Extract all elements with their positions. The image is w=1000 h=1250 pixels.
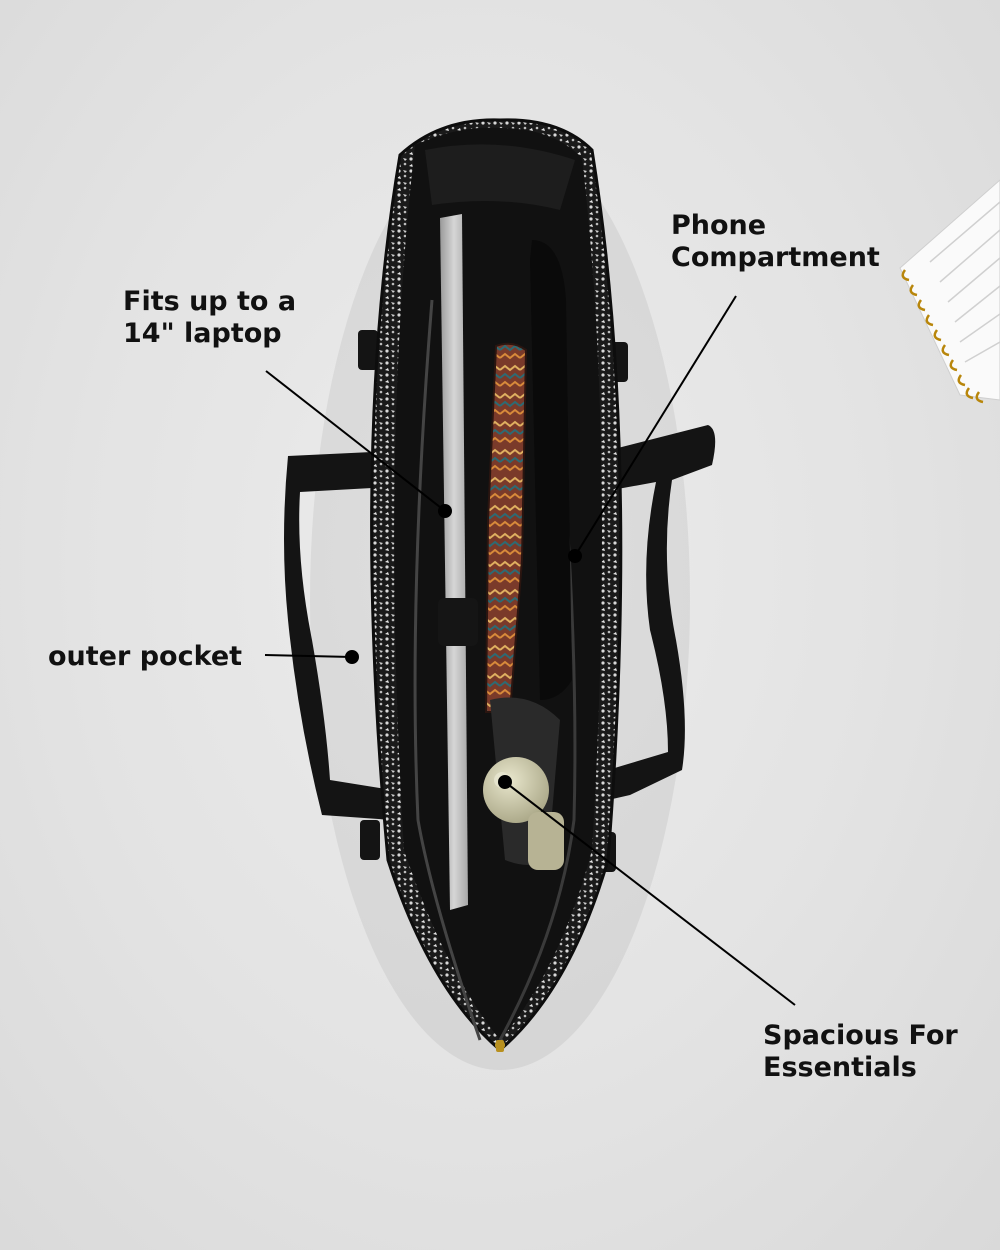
spiral-notepad-icon <box>899 179 1000 404</box>
pocket-label: outer pocket <box>48 641 242 673</box>
laptop-leader-dot <box>438 504 452 518</box>
essentials-label-line2: Essentials <box>763 1052 917 1083</box>
phone-label: Phone Compartment <box>671 210 880 274</box>
pocket-leader-line <box>264 654 353 658</box>
phone-label-line1: Phone <box>671 210 767 241</box>
water-bottle-icon <box>483 697 564 870</box>
essentials-label-line1: Spacious For <box>763 1020 958 1051</box>
laptop-leader-line <box>265 370 446 512</box>
laptop-label: Fits up to a 14" laptop <box>123 286 296 350</box>
phone-leader-line <box>574 295 737 557</box>
pocket-label-line1: outer pocket <box>48 641 243 672</box>
essentials-leader-dot <box>498 775 512 789</box>
zipper-pull-icon <box>495 1040 505 1052</box>
inner-zip <box>413 299 482 1041</box>
laptop-label-line1: Fits up to a <box>123 286 297 317</box>
essentials-leader-line <box>504 781 796 1006</box>
essentials-label: Spacious For Essentials <box>763 1020 958 1084</box>
laptop-icon <box>438 214 478 910</box>
phone-label-line2: Compartment <box>671 242 880 273</box>
phone-compartment <box>530 240 572 700</box>
phone-leader-dot <box>568 549 582 563</box>
pocket-leader-dot <box>345 650 359 664</box>
laptop-label-line2: 14" laptop <box>123 318 282 349</box>
annotation-leaders <box>264 295 796 1006</box>
